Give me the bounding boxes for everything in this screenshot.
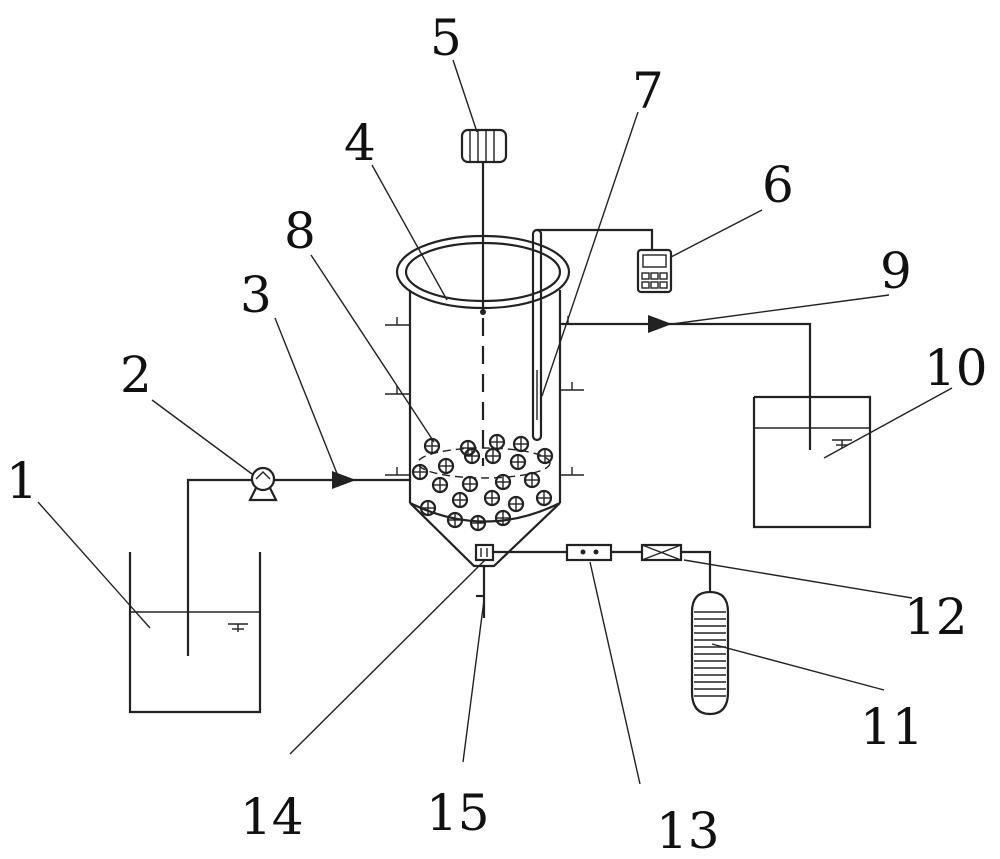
effluent-pipe — [560, 315, 812, 450]
label-2: 2 — [120, 346, 152, 404]
effluent-flow-arrow-icon — [648, 315, 672, 333]
stirrer-motor-icon — [460, 128, 508, 466]
carrier-particle — [461, 475, 479, 493]
carrier-particle — [509, 453, 527, 471]
carrier-particle — [419, 499, 437, 517]
carrier-particle — [459, 439, 477, 457]
carrier-particles — [411, 433, 554, 532]
carrier-particle — [535, 489, 553, 507]
label-4: 4 — [344, 114, 376, 172]
label-5: 5 — [430, 9, 462, 67]
carrier-particle — [523, 471, 541, 489]
carrier-particle — [437, 457, 455, 475]
carrier-particle — [431, 476, 449, 494]
label-8: 8 — [284, 202, 316, 260]
label-14: 14 — [240, 788, 304, 846]
carrier-particle — [494, 509, 512, 527]
carrier-particle — [446, 511, 464, 529]
feed-flow-arrow-icon — [332, 471, 356, 489]
feed-tank — [128, 552, 262, 714]
label-3: 3 — [240, 266, 272, 324]
probe-and-meter — [531, 228, 673, 442]
carrier-particle — [507, 495, 525, 513]
label-10: 10 — [924, 339, 988, 397]
carrier-particle — [494, 473, 512, 491]
label-11: 11 — [860, 698, 924, 756]
carrier-particle — [483, 489, 501, 507]
label-9: 9 — [880, 242, 912, 300]
label-12: 12 — [904, 588, 968, 646]
label-15: 15 — [426, 784, 490, 842]
label-13: 13 — [656, 802, 720, 859]
carrier-particle — [451, 491, 469, 509]
label-7: 7 — [632, 62, 664, 120]
carrier-particle — [512, 435, 530, 453]
carrier-particle — [411, 463, 429, 481]
carrier-particle — [484, 447, 502, 465]
feed-pump-icon — [248, 466, 278, 502]
carrier-particle — [463, 447, 481, 465]
label-6: 6 — [762, 156, 794, 214]
leader-lines — [37, 59, 953, 785]
feed-pipe — [186, 478, 410, 656]
carrier-particle — [536, 447, 554, 465]
gas-collection-line — [474, 543, 730, 716]
carrier-particle — [469, 514, 487, 532]
label-1: 1 — [6, 452, 38, 510]
carrier-particle — [488, 433, 506, 451]
effluent-tank — [752, 395, 872, 529]
carrier-particle — [423, 437, 441, 455]
